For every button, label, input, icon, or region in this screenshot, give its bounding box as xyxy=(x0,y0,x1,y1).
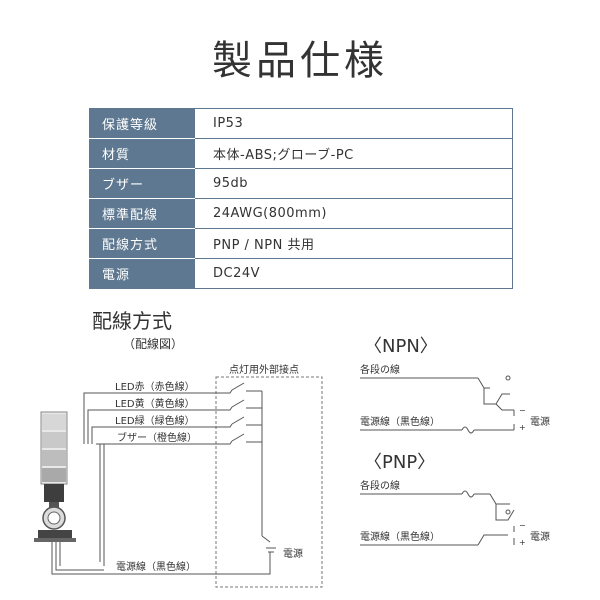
table-row: 材質 本体-ABS;グローブ-PC xyxy=(89,138,513,169)
spec-value: DC24V xyxy=(194,258,513,289)
spec-label: 保護等級 xyxy=(89,108,195,139)
pnp-title: 〈PNP〉 xyxy=(364,452,435,473)
table-row: 標準配線 24AWG(800mm) xyxy=(89,198,513,229)
pnp-power-wire-label: 電源線（黒色線） xyxy=(360,530,440,543)
pnp-input-label: 各段の線 xyxy=(360,479,400,492)
table-row: 配線方式 PNP / NPN 共用 xyxy=(89,228,513,259)
spec-value: PNP / NPN 共用 xyxy=(194,228,513,259)
table-row: ブザー 95db xyxy=(89,168,513,199)
npn-plus: + xyxy=(519,423,526,432)
spec-label: 標準配線 xyxy=(89,198,195,229)
npn-wiring xyxy=(360,375,515,434)
npn-power-label: 電源 xyxy=(530,415,550,428)
page-title: 製品仕様 xyxy=(212,38,388,84)
pnp-wiring xyxy=(360,490,515,546)
power-label: 電源 xyxy=(283,547,303,560)
spec-label: 配線方式 xyxy=(89,228,195,259)
wiring-section-title: 配線方式 xyxy=(92,309,172,333)
wire-label-green: LED緑（緑色線） xyxy=(115,414,195,427)
wire-label-buzzer: ブザー（橙色線） xyxy=(117,431,197,444)
signal-wires xyxy=(51,382,276,575)
contacts-label: 点灯用外部接点 xyxy=(229,363,299,376)
wire-label-yellow: LED黄（黄色線） xyxy=(115,397,195,410)
external-contacts-box xyxy=(215,376,323,588)
npn-title: 〈NPN〉 xyxy=(364,336,438,357)
table-row: 電源 DC24V xyxy=(89,258,513,289)
pnp-minus: − xyxy=(519,521,526,530)
pnp-plus: + xyxy=(519,538,526,547)
spec-label: 電源 xyxy=(89,258,195,289)
power-wire-label: 電源線（黒色線） xyxy=(116,560,196,573)
wire-label-red: LED赤（赤色線） xyxy=(115,380,195,393)
diagram-label: （配線図） xyxy=(123,336,183,351)
spec-value: 95db xyxy=(194,168,513,199)
npn-minus: − xyxy=(519,406,526,415)
signal-tower-image xyxy=(34,411,76,542)
spec-label: ブザー xyxy=(89,168,195,199)
npn-power-wire-label: 電源線（黒色線） xyxy=(360,415,440,428)
npn-input-label: 各段の線 xyxy=(360,363,400,376)
spec-table: 保護等級 IP53 材質 本体-ABS;グローブ-PC ブザー 95db 標準配… xyxy=(89,108,513,289)
spec-value: 24AWG(800mm) xyxy=(194,198,513,229)
pnp-power-label: 電源 xyxy=(530,530,550,543)
spec-value: 本体-ABS;グローブ-PC xyxy=(194,138,513,169)
